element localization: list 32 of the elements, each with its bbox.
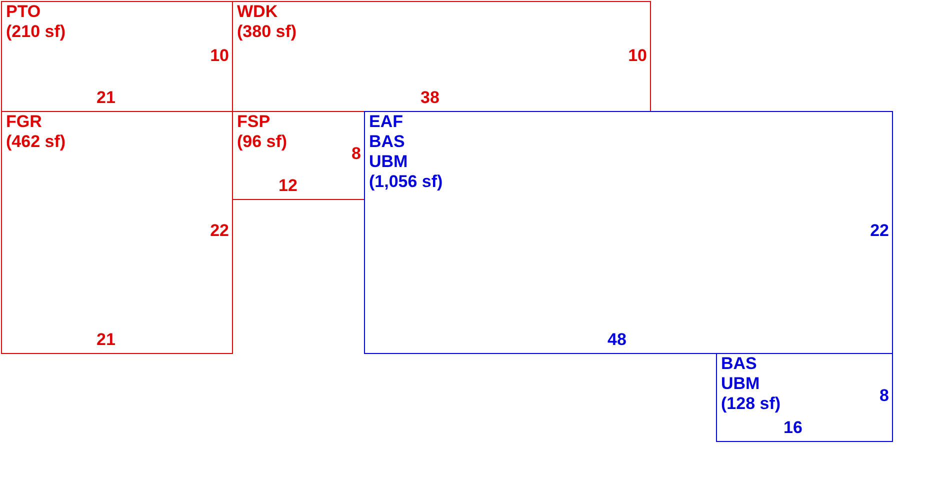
room-code: FGR [6, 112, 42, 132]
dimension-label: 8 [880, 387, 889, 405]
room-code: FSP [237, 112, 270, 132]
room-code: EAF [369, 112, 403, 132]
room-outline [1, 111, 233, 354]
area-label: (96 sf) [237, 132, 288, 152]
room-code: BAS [369, 132, 405, 152]
dimension-label: 22 [870, 222, 889, 240]
dimension-label: 12 [278, 177, 298, 195]
area-label: (1,056 sf) [369, 172, 443, 192]
dimension-label: 21 [96, 89, 116, 107]
area-label: (210 sf) [6, 22, 66, 42]
dimension-label: 8 [352, 145, 361, 163]
room-outline [364, 111, 893, 354]
room-outline [1, 1, 233, 112]
dimension-label: 48 [608, 331, 626, 349]
area-label: (380 sf) [237, 22, 297, 42]
dimension-label: 10 [628, 47, 647, 65]
room-code: BAS [721, 354, 757, 374]
area-label: (128 sf) [721, 394, 781, 414]
dimension-label: 21 [96, 331, 116, 349]
dimension-label: 38 [420, 89, 440, 107]
room-outline [232, 1, 651, 112]
room-outline [716, 353, 893, 442]
area-label: (462 sf) [6, 132, 66, 152]
room-code: UBM [721, 374, 760, 394]
room-code: WDK [237, 2, 278, 22]
room-code: UBM [369, 152, 408, 172]
dimension-label: 22 [210, 222, 229, 240]
dimension-label: 10 [210, 47, 229, 65]
dimension-label: 16 [784, 419, 802, 437]
room-code: PTO [6, 2, 41, 22]
